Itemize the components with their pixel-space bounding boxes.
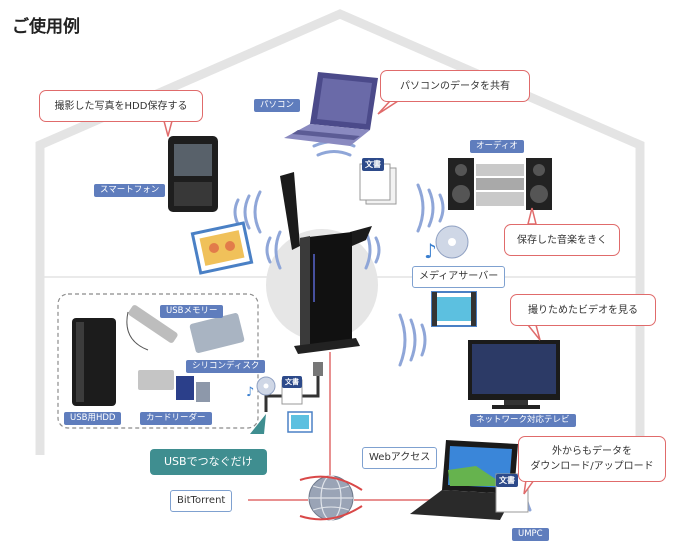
tag-smartphone: スマートフォン [94, 184, 166, 197]
callout-outside-line2: ダウンロード/アップロード [530, 461, 654, 472]
document-small-label: 文書 [282, 376, 302, 388]
card-reader-icon [138, 370, 210, 402]
tag-card-reader: カードリーダー [140, 412, 212, 425]
tag-network-tv: ネットワーク対応テレビ [470, 414, 576, 427]
tv-icon [468, 340, 560, 409]
router-icon [280, 172, 372, 354]
wave-audio [416, 183, 445, 233]
document-umpc-label: 文書 [496, 474, 518, 487]
globe-icon [299, 475, 363, 521]
callout-video-text: 撮りためたビデオを見る [528, 304, 638, 316]
video-thumbnail-icon [431, 291, 477, 327]
video-thumbnail-small-icon [287, 411, 313, 433]
document-label: 文書 [362, 158, 384, 171]
callout-pc-share-text: パソコンのデータを共有 [400, 80, 510, 92]
callout-pc-share: パソコンのデータを共有 [380, 70, 530, 102]
smartphone-icon [168, 136, 218, 212]
callout-outside-line1: 外からもデータを [552, 446, 632, 457]
tag-pc: パソコン [254, 99, 301, 112]
music-cd-small-icon: ♪ [246, 376, 276, 400]
music-cd-icon: ♪ [424, 225, 469, 263]
callout-music-text: 保存した音楽をきく [517, 234, 607, 246]
callout-video: 撮りためたビデオを見る [510, 294, 656, 326]
svg-text:♪: ♪ [424, 239, 437, 263]
svg-text:♪: ♪ [246, 385, 254, 400]
house-outline [35, 9, 645, 455]
callout-music: 保存した音楽をきく [504, 224, 620, 256]
page-title: ご使用例 [12, 17, 80, 37]
tag-usb-memory: USBメモリー [160, 305, 224, 318]
callout-outside-access: 外からもデータを ダウンロード/アップロード [518, 436, 666, 482]
tag-silicon-disk: シリコンディスク [186, 360, 266, 373]
wave-tv [398, 313, 427, 367]
callout-tail-hdd [163, 120, 173, 137]
callout-tail-outside [523, 479, 536, 495]
web-access-label: Webアクセス [362, 447, 438, 469]
callout-tail-video [526, 324, 541, 341]
audio-icon [448, 158, 552, 210]
tag-audio: オーディオ [470, 140, 524, 153]
callout-tail-pc [377, 100, 401, 115]
teal-tail [250, 414, 266, 434]
laptop-icon [284, 72, 378, 146]
tag-umpc: UMPC [512, 528, 549, 541]
callout-tail-music [527, 207, 537, 225]
usb-memory-icon [126, 305, 178, 351]
callout-hdd-photo-text: 撮影した写真をHDD保存する [54, 100, 188, 112]
callout-hdd-photo: 撮影した写真をHDD保存する [39, 90, 203, 122]
media-server-label: メディアサーバー [412, 266, 506, 288]
usb-plug [313, 362, 323, 376]
tag-usb-hdd: USB用HDD [64, 412, 122, 425]
document-icon [359, 163, 397, 205]
wave-smartphone [233, 190, 262, 234]
wave-router-left [265, 230, 282, 270]
photo-frame-icon [190, 221, 254, 275]
usb-hdd-icon [72, 318, 116, 406]
usb-connect-label: USBでつなぐだけ [150, 449, 267, 475]
link-lines [248, 352, 436, 501]
bittorrent-label: BitTorrent [170, 490, 233, 512]
silicon-disk-icon [189, 313, 245, 353]
